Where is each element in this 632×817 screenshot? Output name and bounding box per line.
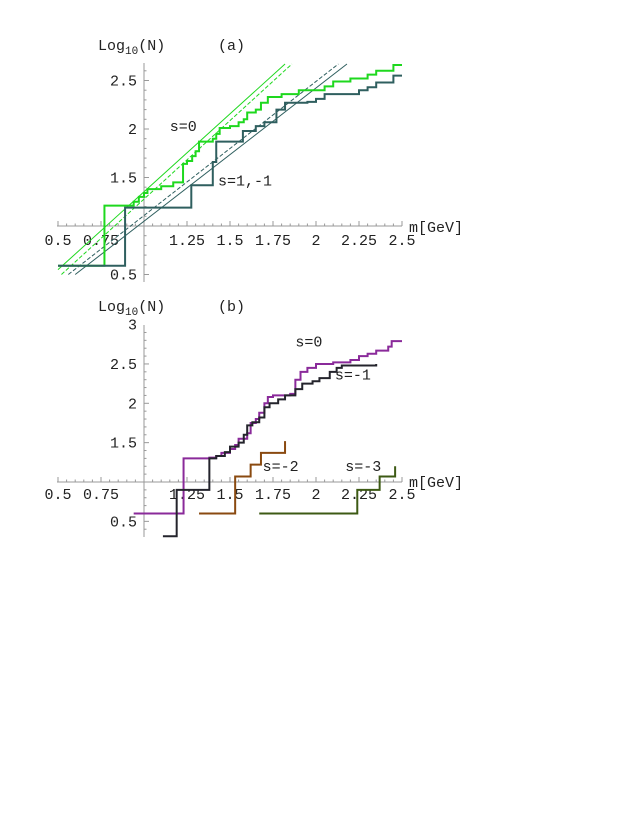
series-line-1: [58, 74, 402, 267]
series-line-1: [162, 363, 378, 538]
x-tick-label: 1.5: [216, 487, 243, 504]
series-label: s=0: [295, 335, 322, 352]
x-axis-label: m[GeV]: [409, 475, 463, 492]
y-tick-label: 1.5: [110, 436, 137, 453]
x-tick-label: 1.75: [255, 233, 291, 250]
x-tick-label: 2: [311, 233, 320, 250]
x-tick-label: 2.5: [388, 233, 415, 250]
y-tick-label: 3: [128, 318, 137, 335]
x-tick-label: 0.5: [44, 233, 71, 250]
series-label: s=-3: [345, 459, 381, 476]
x-tick-label: 0.75: [83, 487, 119, 504]
x-tick-label: 2: [311, 487, 320, 504]
y-tick-label: 2.5: [110, 74, 137, 91]
panel-label: (a): [218, 38, 245, 55]
y-tick-label: 0.5: [110, 268, 137, 285]
series-label: s=0: [170, 119, 197, 136]
x-tick-label: 0.5: [44, 487, 71, 504]
fit-line: [74, 63, 348, 275]
panel-label: (b): [218, 299, 245, 316]
y-label-subscript: 10: [125, 46, 138, 58]
x-tick-label: 1.25: [169, 233, 205, 250]
x-tick-label: 2.25: [341, 487, 377, 504]
y-label-subscript: 10: [125, 307, 138, 319]
fit-line: [61, 63, 293, 275]
y-tick-label: 0.5: [110, 514, 137, 531]
x-tick-label: 1.75: [255, 487, 291, 504]
y-tick-label: 2.5: [110, 357, 137, 374]
fit-line: [68, 63, 339, 275]
panel-a: 0.5 0.75 1.25 1.5 1.75 2 2.25 2.5 0.5 1.5 2 2.5 Log1…: [44, 38, 463, 285]
series-line-2: [199, 441, 287, 515]
series-label: s=-1: [335, 368, 371, 385]
y-label-rest: (N): [138, 299, 165, 316]
x-tick-label: 2.5: [388, 487, 415, 504]
x-tick-label: 0.75: [83, 233, 119, 250]
series-label: s=-2: [263, 459, 299, 476]
x-tick-label: 2.25: [341, 233, 377, 250]
y-label-base: Log: [98, 38, 125, 55]
y-tick-label: 2: [128, 396, 137, 413]
y-axis-label: Log10(N): [98, 299, 165, 319]
panel-b: 0.5 0.75 1.25 1.5 1.75 2 2.25 2.5 0.5 1.5 2 2.5 3Log…: [44, 299, 463, 538]
y-label-rest: (N): [138, 38, 165, 55]
fit-line: [57, 63, 286, 271]
series-label: s=1,-1: [218, 173, 272, 190]
x-axis-label: m[GeV]: [409, 220, 463, 237]
y-label-base: Log: [98, 299, 125, 316]
y-tick-label: 2: [128, 122, 137, 139]
series-line-3: [259, 466, 397, 515]
y-tick-label: 1.5: [110, 171, 137, 188]
x-tick-label: 1.5: [216, 233, 243, 250]
x-tick-label: 1.25: [169, 487, 205, 504]
series-line-0: [58, 63, 402, 267]
y-axis-label: Log10(N): [98, 38, 165, 58]
